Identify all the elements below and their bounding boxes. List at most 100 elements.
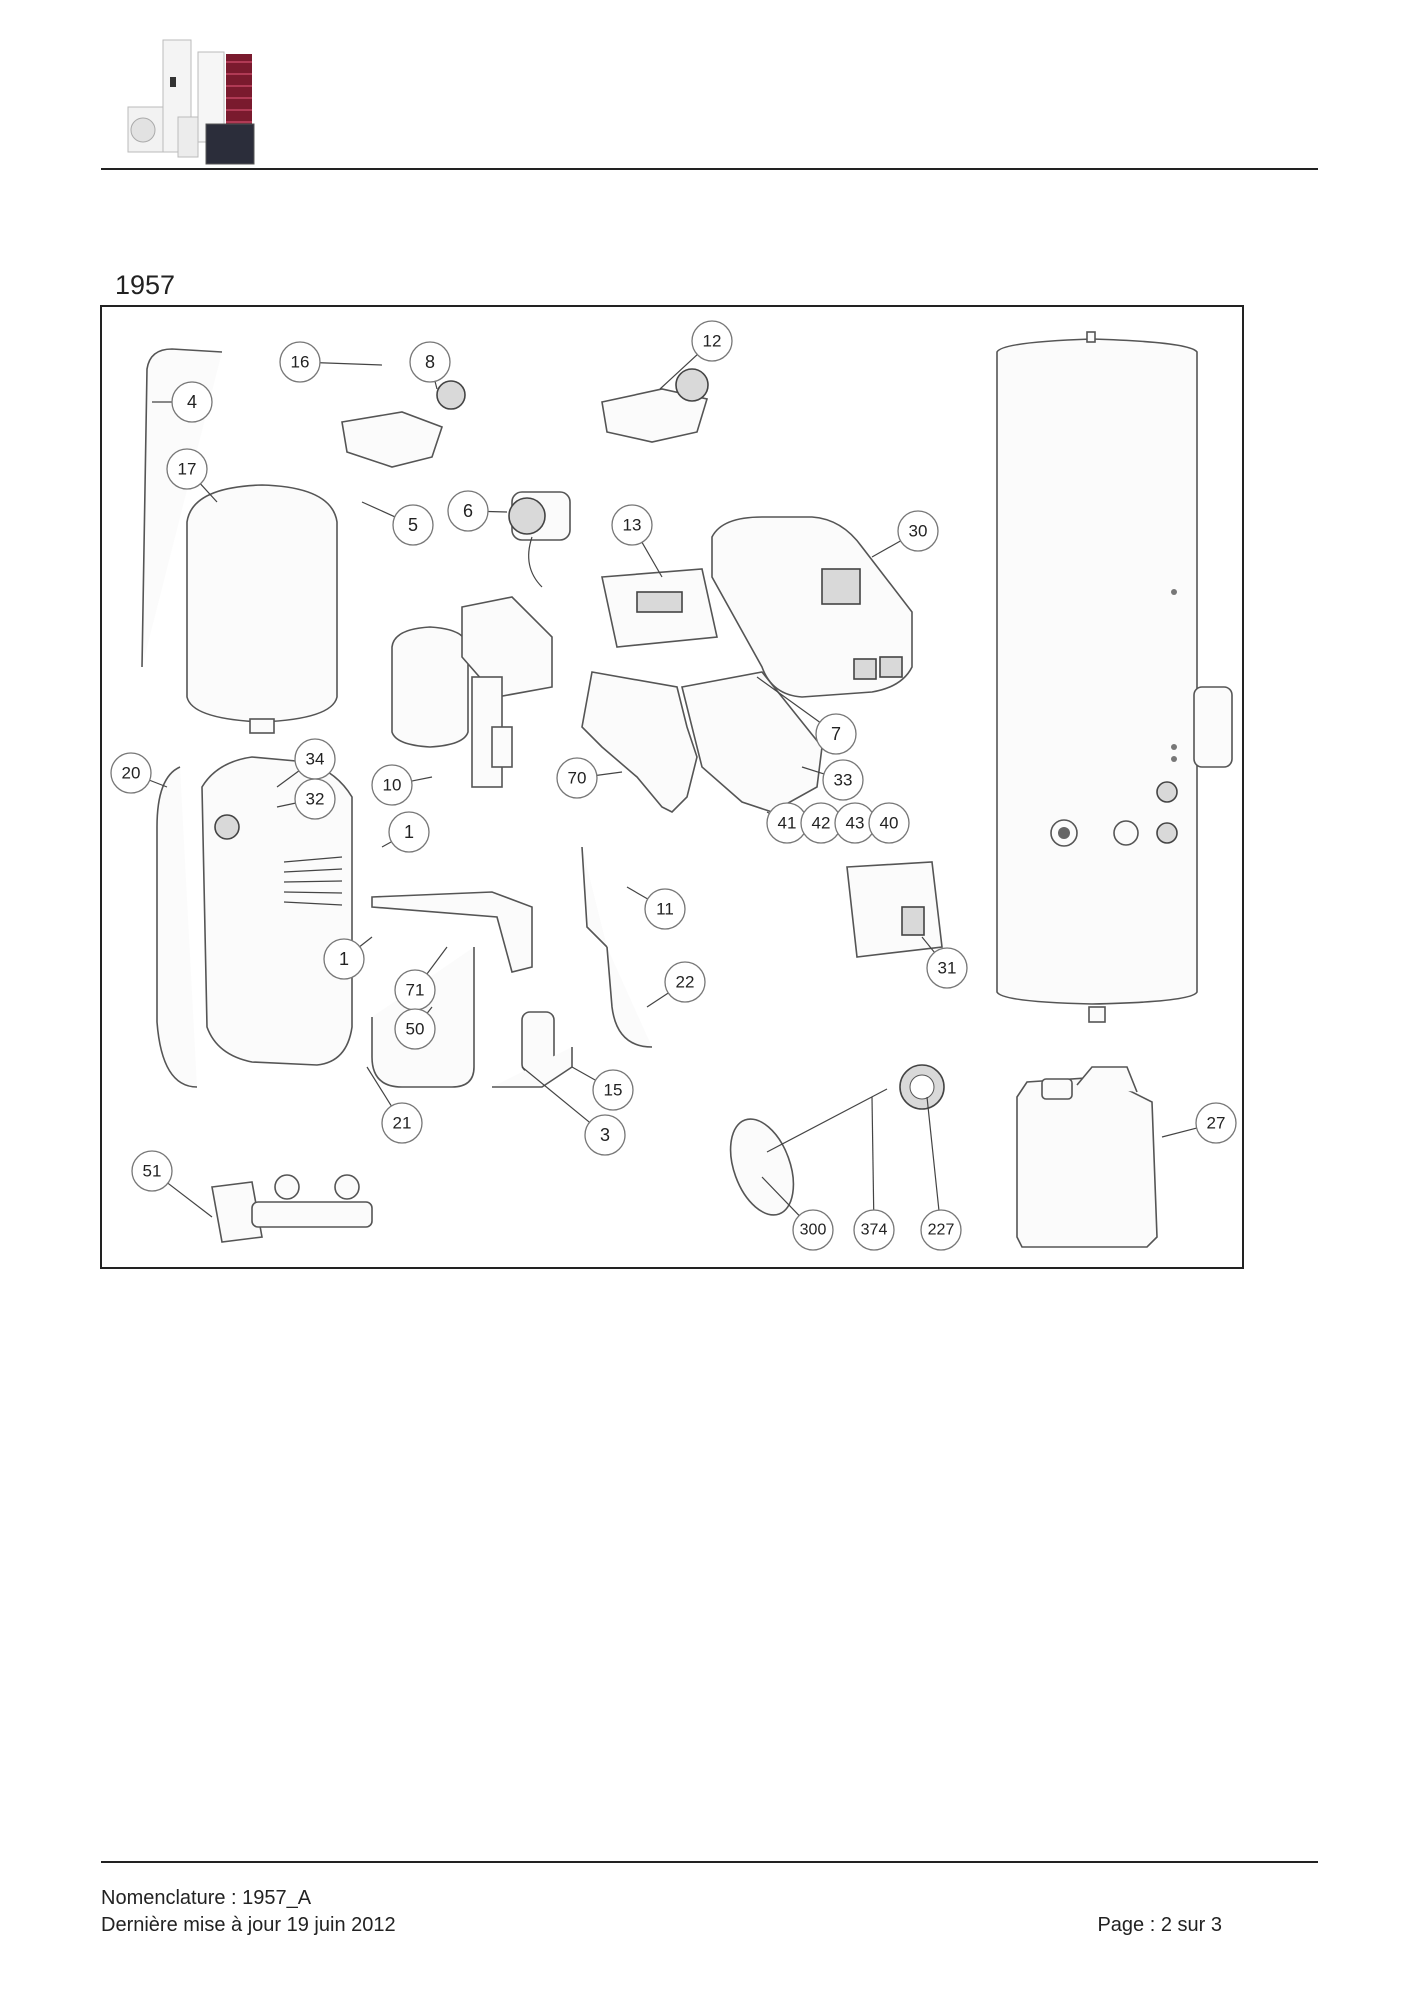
callout-label: 1 bbox=[339, 949, 349, 969]
expansion-vessel bbox=[141, 348, 338, 734]
callout-label: 41 bbox=[778, 814, 797, 833]
filter-valve bbox=[492, 1011, 573, 1088]
callout-circle bbox=[131, 1150, 173, 1192]
callout-label: 15 bbox=[604, 1081, 623, 1100]
callout-circle bbox=[644, 888, 686, 930]
part-callout-12: 12 bbox=[691, 320, 733, 362]
callout-label: 42 bbox=[812, 814, 831, 833]
callout-circle bbox=[294, 778, 336, 820]
callout-leader-1 bbox=[359, 936, 373, 948]
part-callout-5: 5 bbox=[392, 504, 434, 546]
part-callout-31: 31 bbox=[926, 947, 968, 989]
callout-circle bbox=[447, 490, 489, 532]
part-callout-21: 21 bbox=[381, 1102, 423, 1144]
callout-leader-10 bbox=[411, 776, 433, 782]
part-callout-17: 17 bbox=[166, 448, 208, 490]
callout-leader-16 bbox=[319, 362, 383, 366]
callout-label: 31 bbox=[938, 959, 957, 978]
hydraulic-block bbox=[461, 596, 553, 788]
callout-label: 40 bbox=[880, 814, 899, 833]
callout-label: 16 bbox=[291, 353, 310, 372]
callout-leader-32 bbox=[276, 802, 296, 808]
callout-circle bbox=[279, 341, 321, 383]
last-updated-label: Dernière mise à jour 19 juin 2012 bbox=[101, 1914, 396, 1936]
callout-leader-20 bbox=[149, 779, 168, 788]
callout-label: 374 bbox=[861, 1222, 888, 1239]
callout-label: 34 bbox=[306, 750, 325, 769]
part-callout-8: 8 bbox=[409, 341, 451, 383]
part-callout-4: 4 bbox=[171, 381, 213, 423]
callout-circle bbox=[1195, 1102, 1237, 1144]
callout-leader-21 bbox=[366, 1066, 392, 1107]
callout-label: 30 bbox=[909, 522, 928, 541]
part-callout-3: 3 bbox=[584, 1114, 626, 1156]
callout-label: 20 bbox=[122, 764, 141, 783]
callout-label: 6 bbox=[463, 501, 473, 521]
callout-leader-34 bbox=[276, 770, 300, 788]
callout-circle bbox=[691, 320, 733, 362]
part-callout-227: 227 bbox=[920, 1209, 962, 1251]
part-callout-1: 1 bbox=[323, 938, 365, 980]
callout-circle bbox=[792, 1209, 834, 1251]
part-callout-16: 16 bbox=[279, 341, 321, 383]
support-bracket bbox=[371, 891, 533, 973]
part-callout-7: 7 bbox=[815, 713, 857, 755]
circulator-pump bbox=[508, 491, 571, 588]
callout-circle bbox=[926, 947, 968, 989]
header-divider bbox=[101, 168, 1318, 170]
callout-circle bbox=[388, 811, 430, 853]
callout-leader-17 bbox=[200, 483, 218, 503]
callout-label: 43 bbox=[846, 814, 865, 833]
callout-label: 32 bbox=[306, 790, 325, 809]
callout-label: 51 bbox=[143, 1162, 162, 1181]
part-callout-20: 20 bbox=[110, 752, 152, 794]
callout-circle bbox=[815, 713, 857, 755]
callout-label: 300 bbox=[800, 1222, 827, 1239]
callout-circle bbox=[556, 757, 598, 799]
callout-circle bbox=[392, 504, 434, 546]
control-module bbox=[601, 568, 718, 648]
callout-label: 33 bbox=[834, 771, 853, 790]
callout-circle bbox=[611, 504, 653, 546]
part-callout-33: 33 bbox=[822, 759, 864, 801]
part-callout-40: 40 bbox=[868, 802, 910, 844]
callout-leader-300 bbox=[761, 1176, 800, 1217]
callout-leader-22 bbox=[646, 992, 669, 1008]
footer-divider bbox=[101, 1861, 1318, 1863]
callout-leader-3 bbox=[521, 1066, 590, 1123]
callout-circle bbox=[110, 752, 152, 794]
display-panel bbox=[846, 861, 943, 958]
part-callout-42: 42 bbox=[800, 802, 842, 844]
part-callout-32: 32 bbox=[294, 778, 336, 820]
callout-circle bbox=[664, 961, 706, 1003]
diagram-title: 1957 bbox=[115, 270, 176, 300]
callout-leader-12 bbox=[659, 354, 698, 390]
callout-label: 5 bbox=[408, 515, 418, 535]
part-callout-51: 51 bbox=[131, 1150, 173, 1192]
callout-leader-15 bbox=[571, 1066, 596, 1081]
callout-circle bbox=[171, 381, 213, 423]
callout-label: 50 bbox=[406, 1020, 425, 1039]
callout-label: 17 bbox=[178, 460, 197, 479]
diagram-canvas: 1681241756133072034321070331414243401117… bbox=[110, 320, 1237, 1251]
nomenclature-label: Nomenclature : 1957_A bbox=[101, 1887, 312, 1909]
callout-label: 227 bbox=[928, 1222, 955, 1239]
callout-label: 70 bbox=[568, 769, 587, 788]
callout-label: 13 bbox=[623, 516, 642, 535]
callout-leader-31 bbox=[921, 936, 935, 953]
part-callout-70: 70 bbox=[556, 757, 598, 799]
callout-label: 4 bbox=[187, 392, 197, 412]
part-callout-1: 1 bbox=[388, 811, 430, 853]
part-callout-6: 6 bbox=[447, 490, 489, 532]
callout-label: 10 bbox=[383, 776, 402, 795]
callout-label: 8 bbox=[425, 352, 435, 372]
part-callout-50: 50 bbox=[394, 1008, 436, 1050]
callout-label: 12 bbox=[703, 332, 722, 351]
front-casing bbox=[201, 756, 353, 1066]
callout-circle bbox=[381, 1102, 423, 1144]
callout-leader-13 bbox=[641, 542, 663, 578]
part-callout-13: 13 bbox=[611, 504, 653, 546]
callout-label: 3 bbox=[600, 1125, 610, 1145]
